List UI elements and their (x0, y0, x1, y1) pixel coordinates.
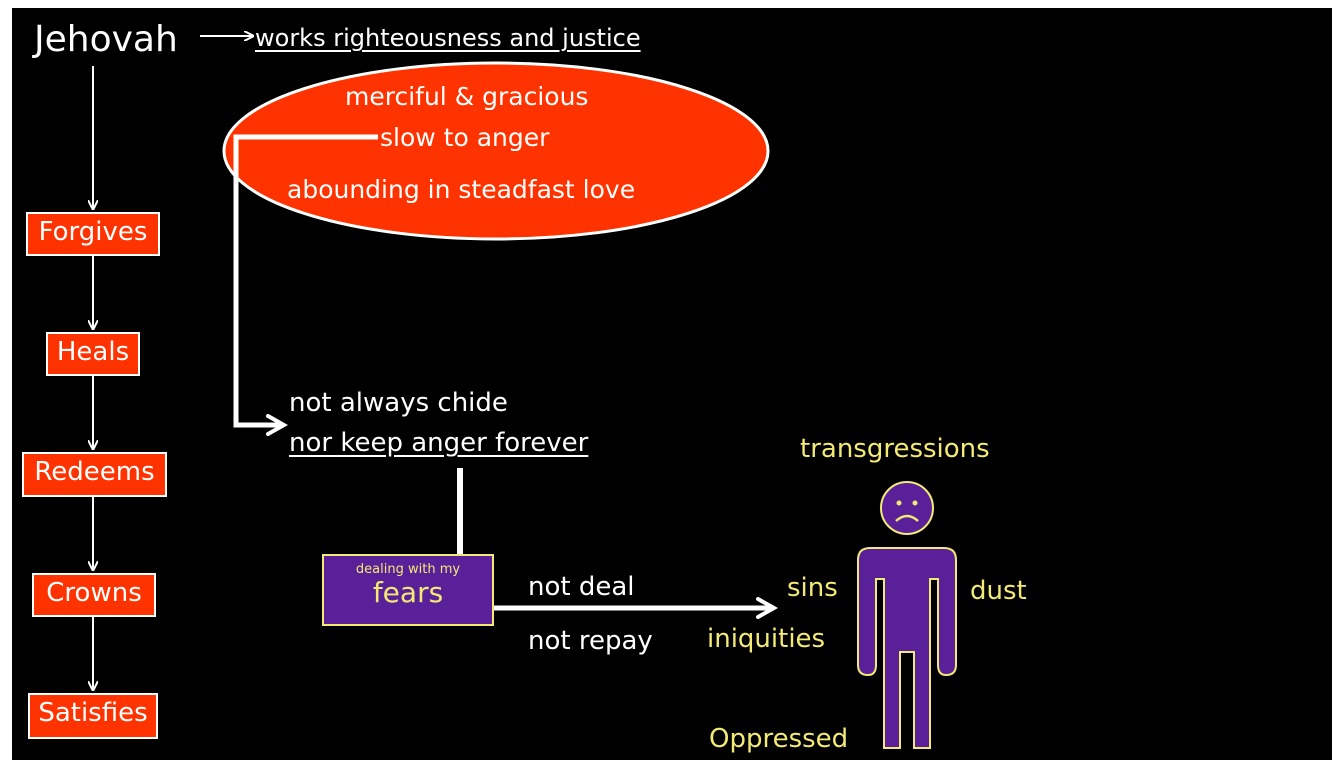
arrow-slow-to-anger (233, 134, 378, 425)
label-oppressed: Oppressed (709, 724, 849, 754)
not-deal: not deal (528, 572, 635, 602)
action-heals: Heals (46, 332, 140, 376)
label-iniquities: iniquities (707, 624, 826, 654)
slide: Jehovah works righteousness and justice … (12, 8, 1332, 760)
fears-small-label: dealing with my (355, 562, 461, 577)
attribute-merciful: merciful & gracious (345, 82, 589, 111)
not-always-chide: not always chide (289, 388, 508, 418)
fears-big-label: fears (372, 576, 444, 609)
jehovah-title: Jehovah (34, 19, 178, 60)
fears-box: dealing with my fears (322, 554, 494, 626)
attribute-steadfast-love: abounding in steadfast love (287, 175, 636, 204)
works-label: works righteousness and justice (255, 24, 641, 52)
connector-lines (12, 8, 957, 749)
not-repay: not repay (528, 626, 653, 656)
attribute-slow-to-anger: slow to anger (380, 123, 550, 152)
sad-face-icon (880, 481, 934, 535)
action-crowns: Crowns (32, 573, 156, 617)
action-redeems: Redeems (22, 452, 167, 497)
action-forgives: Forgives (26, 212, 160, 256)
label-dust: dust (970, 576, 1027, 606)
nor-keep-anger: nor keep anger forever (289, 428, 589, 458)
label-sins: sins (787, 573, 838, 603)
action-satisfies: Satisfies (28, 693, 158, 739)
attributes-ellipse (222, 61, 770, 241)
label-transgressions: transgressions (800, 434, 990, 464)
person-figure (857, 481, 957, 749)
